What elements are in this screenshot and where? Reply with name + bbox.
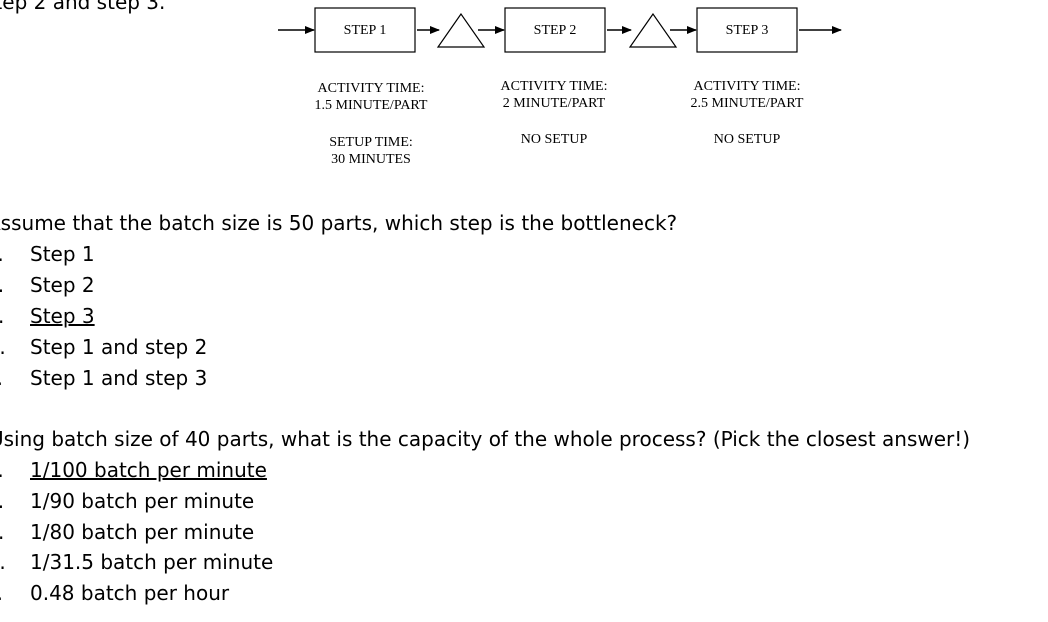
q2-option-c[interactable]: C. 1/80 batch per minute (0, 520, 320, 546)
step-3-box (696, 7, 798, 53)
q1-option-a-text: Step 1 (30, 242, 95, 266)
q1-option-a-marker: A. (0, 242, 4, 266)
q1-option-e-text: Step 1 and step 3 (30, 366, 208, 390)
step-1-setup-value: 30 MINUTES (331, 152, 411, 167)
q1-option-c[interactable]: C. Step 3 (0, 304, 300, 330)
q1-option-c-marker: C. (0, 304, 4, 328)
q1-option-c-text-selected: Step 3 (30, 304, 95, 328)
q1-option-a[interactable]: A. Step 1 (0, 242, 300, 268)
q2-option-b-marker: B. (0, 489, 4, 513)
q2-option-a[interactable]: A. 1/100 batch per minute (0, 458, 320, 484)
clipped-previous-line: step 2 and step 3. (0, 0, 166, 14)
q2-option-d-marker: D. (0, 550, 6, 574)
step-1-box (314, 7, 416, 53)
step-2-label: STEP 2 (533, 23, 577, 38)
step-3-info: ACTIVITY TIME: 2.5 MINUTE/PART NO SETUP (662, 78, 832, 148)
q1-option-b-text: Step 2 (30, 273, 95, 297)
step-3-activity-value: 2.5 MINUTE/PART (690, 96, 804, 111)
q1-option-d[interactable]: D. Step 1 and step 2 (0, 335, 300, 361)
step-2-activity-title: ACTIVITY TIME: (500, 79, 608, 94)
q1-option-b-marker: B. (0, 273, 4, 297)
step-2-activity-value: 2 MINUTE/PART (502, 96, 606, 111)
question-1-text: Assume that the batch size is 50 parts, … (0, 211, 678, 235)
q2-option-e-text: 0.48 batch per hour (30, 581, 230, 605)
q1-option-d-text: Step 1 and step 2 (30, 335, 208, 359)
q2-option-d[interactable]: D. 1/31.5 batch per minute (0, 550, 320, 576)
q2-option-c-marker: C. (0, 520, 4, 544)
step-3-label: STEP 3 (725, 23, 769, 38)
q2-option-d-text: 1/31.5 batch per minute (30, 550, 274, 574)
step-2-box (504, 7, 606, 53)
q2-option-b-text: 1/90 batch per minute (30, 489, 255, 513)
q2-option-e[interactable]: E. 0.48 batch per hour (0, 581, 320, 607)
q1-option-e[interactable]: E. Step 1 and step 3 (0, 366, 300, 392)
q1-option-b[interactable]: B. Step 2 (0, 273, 300, 299)
buffer-1-triangle (436, 12, 486, 48)
q1-option-e-marker: E. (0, 366, 3, 390)
q2-option-a-marker: A. (0, 458, 4, 482)
step-1-info: ACTIVITY TIME: 1.5 MINUTE/PART SETUP TIM… (286, 80, 456, 168)
q1-option-d-marker: D. (0, 335, 6, 359)
step-1-label: STEP 1 (343, 23, 387, 38)
step-1-activity-value: 1.5 MINUTE/PART (314, 98, 428, 113)
process-flow-diagram (278, 7, 842, 53)
buffer-2-triangle (628, 12, 678, 48)
step-1-activity-title: ACTIVITY TIME: (317, 81, 425, 96)
step-2-setup: NO SETUP (520, 132, 588, 147)
q2-option-a-text-selected: 1/100 batch per minute (30, 458, 267, 482)
q2-option-c-text: 1/80 batch per minute (30, 520, 255, 544)
step-1-setup-title: SETUP TIME: (329, 135, 413, 150)
step-3-setup: NO SETUP (713, 132, 781, 147)
q2-option-b[interactable]: B. 1/90 batch per minute (0, 489, 320, 515)
q2-option-e-marker: E. (0, 581, 3, 605)
step-2-info: ACTIVITY TIME: 2 MINUTE/PART NO SETUP (469, 78, 639, 148)
question-2-text: Using batch size of 40 parts, what is th… (0, 427, 971, 451)
step-3-activity-title: ACTIVITY TIME: (693, 79, 801, 94)
